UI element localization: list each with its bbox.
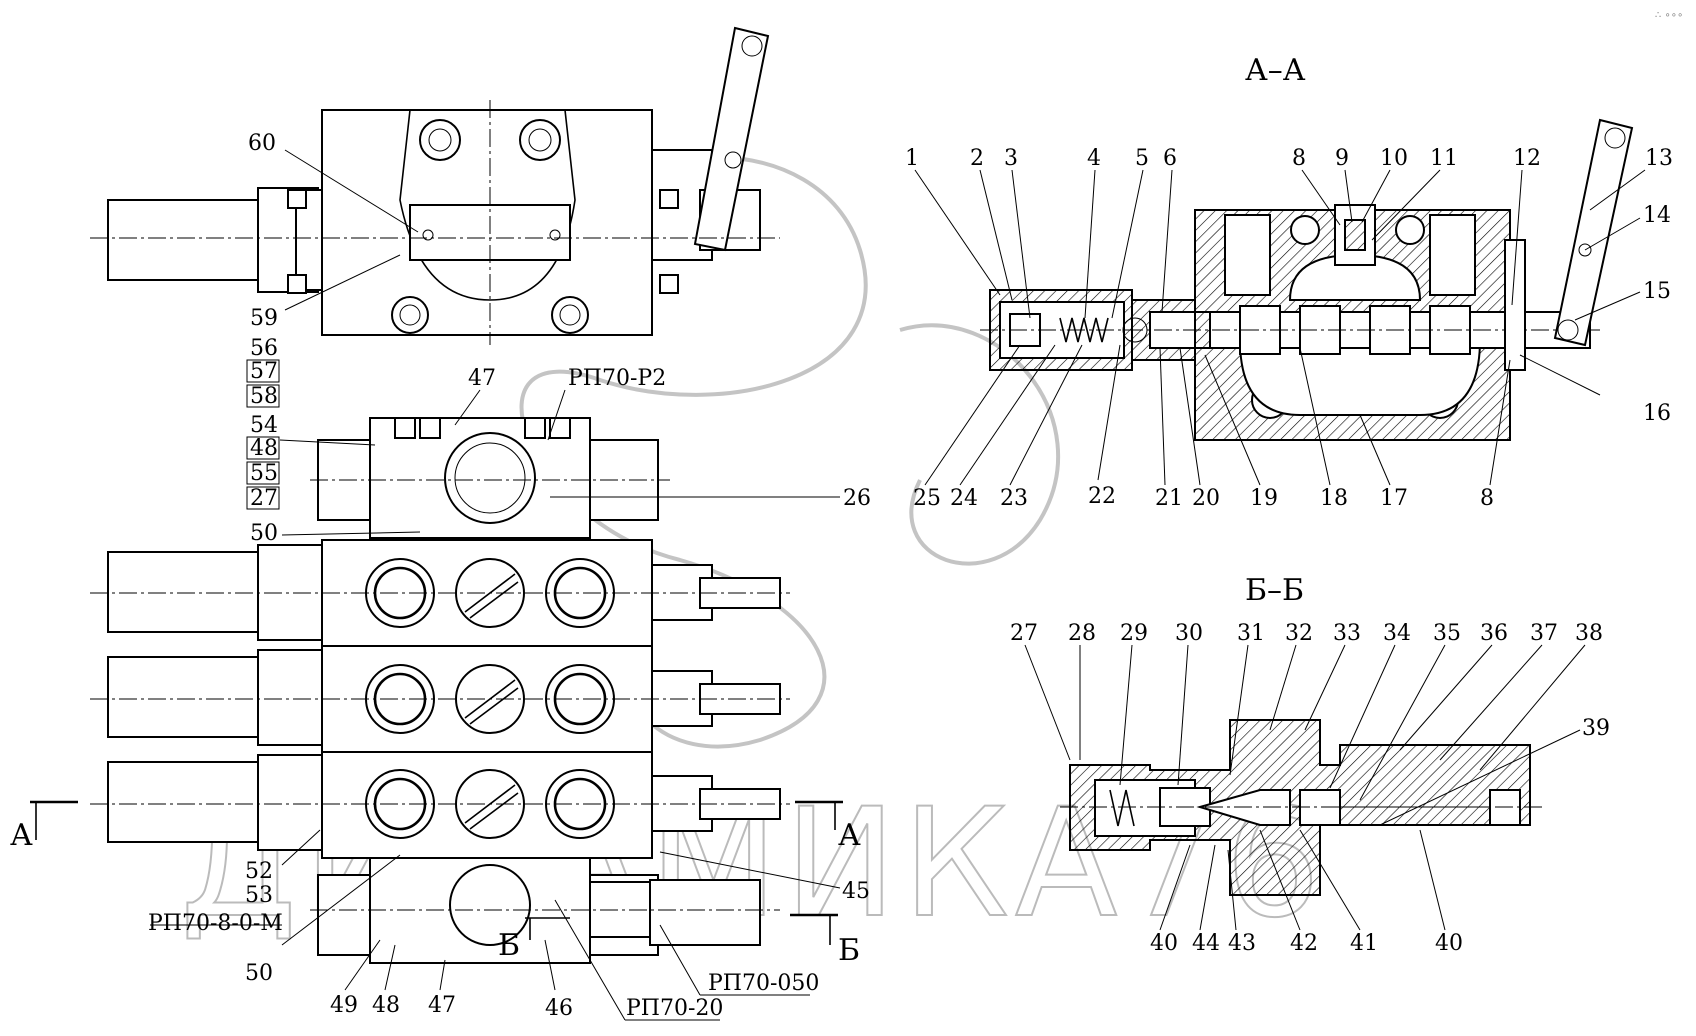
part-label: 1: [905, 146, 919, 171]
part-label: 30: [1175, 621, 1203, 646]
part-label: 53: [245, 883, 273, 908]
part-label: 16: [1643, 401, 1671, 426]
part-label: 50: [245, 961, 273, 986]
part-label: 36: [1480, 621, 1508, 646]
part-label: 5: [1135, 146, 1149, 171]
part-label: 32: [1285, 621, 1313, 646]
designation-p2: РП70-Р2: [568, 366, 666, 391]
part-label: 11: [1430, 146, 1458, 171]
part-label: 22: [1088, 484, 1116, 509]
part-label: 60: [248, 131, 276, 156]
part-label: 10: [1380, 146, 1408, 171]
part-label: 59: [250, 306, 278, 331]
part-label: 48: [250, 436, 278, 461]
section-3: [90, 751, 790, 859]
section-bb: Б–Б 27 28 29 30 31 32 33 34 35 36 37 38 …: [1010, 573, 1610, 956]
part-label: 40: [1150, 931, 1178, 956]
section-mark-b-right: Б: [838, 933, 860, 968]
designation-p20: РП70-20: [626, 996, 723, 1021]
part-label: 27: [250, 486, 278, 511]
part-label: 52: [245, 859, 273, 884]
part-label: 12: [1513, 146, 1541, 171]
part-label: 55: [250, 461, 278, 486]
part-label: 8: [1292, 146, 1306, 171]
part-label: 15: [1643, 279, 1671, 304]
part-label: 54: [250, 413, 278, 438]
part-label: 43: [1228, 931, 1256, 956]
left-labels: 60 59 56 57 58 54 48 55 27 47 26 50 52 5…: [148, 131, 871, 1021]
part-label: 19: [1250, 486, 1278, 511]
section-1: [90, 539, 790, 647]
designation-p8: РП70-8-0-М: [148, 911, 283, 936]
section-title-bb: Б–Б: [1245, 573, 1304, 608]
part-label: 40: [1435, 931, 1463, 956]
part-label: 41: [1350, 931, 1378, 956]
left-leader-lines: [150, 389, 841, 1021]
part-label: 17: [1380, 486, 1408, 511]
part-label: 57: [250, 359, 278, 384]
part-label: 29: [1120, 621, 1148, 646]
section-mark-a-right: А: [838, 818, 861, 853]
section-mark-b-left: Б: [498, 928, 520, 963]
part-label: 4: [1087, 146, 1101, 171]
part-label: 49: [330, 993, 358, 1018]
part-label: 31: [1237, 621, 1265, 646]
part-label: 48: [372, 993, 400, 1018]
part-label: 23: [1000, 486, 1028, 511]
part-label: 2: [970, 146, 984, 171]
part-label: 25: [913, 486, 941, 511]
section-2: [90, 645, 790, 753]
part-label: 58: [250, 384, 278, 409]
part-label: 45: [842, 879, 870, 904]
part-label: 3: [1004, 146, 1018, 171]
section-mark-a-left: А: [10, 818, 33, 853]
part-label: 47: [428, 993, 456, 1018]
part-label: 27: [1010, 621, 1038, 646]
part-label: 20: [1192, 486, 1220, 511]
part-label: 18: [1320, 486, 1348, 511]
corner-mark: ∴ ∘∘∘: [1655, 10, 1683, 21]
part-label: 50: [250, 521, 278, 546]
part-label: 44: [1192, 931, 1220, 956]
part-label: 46: [545, 996, 573, 1021]
part-label: 13: [1645, 146, 1673, 171]
part-label: 28: [1068, 621, 1096, 646]
section-aa: А–А 1 2 3: [905, 53, 1673, 511]
front-stack: [90, 417, 790, 964]
part-label: 37: [1530, 621, 1558, 646]
part-label: 39: [1582, 716, 1610, 741]
section-title-aa: А–А: [1245, 53, 1306, 88]
part-label: 24: [950, 486, 978, 511]
part-label: 26: [843, 486, 871, 511]
part-label: 34: [1383, 621, 1411, 646]
part-label: 38: [1575, 621, 1603, 646]
part-label: 42: [1290, 931, 1318, 956]
part-label: 56: [250, 336, 278, 361]
section-marks: А А Б Б: [10, 800, 861, 968]
part-label: 6: [1163, 146, 1177, 171]
designation-p050: РП70-050: [708, 971, 819, 996]
part-label: 21: [1155, 486, 1183, 511]
part-label: 9: [1335, 146, 1349, 171]
part-label: 8: [1480, 486, 1494, 511]
part-label: 33: [1333, 621, 1361, 646]
top-view: [90, 26, 780, 345]
part-label: 35: [1433, 621, 1461, 646]
part-label: 47: [468, 366, 496, 391]
part-label: 14: [1643, 203, 1671, 228]
